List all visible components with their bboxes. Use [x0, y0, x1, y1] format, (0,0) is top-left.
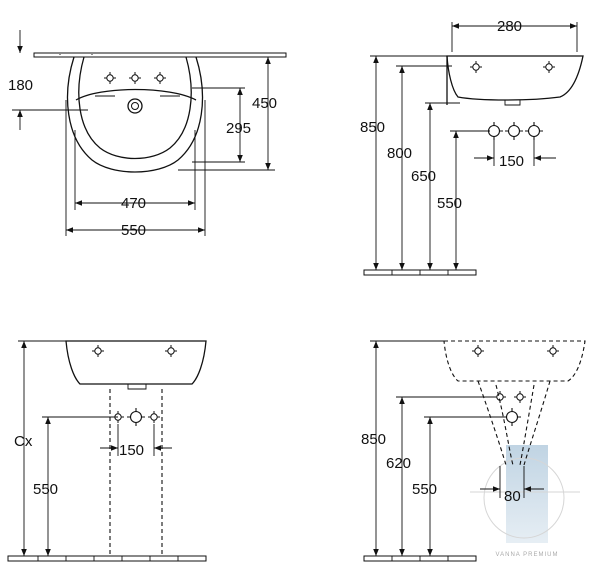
- top-view: 180 450 295 470 550: [8, 30, 287, 239]
- dim-550-wall: 550: [437, 195, 462, 212]
- side-view-pedestal: 850 620 550 80: [361, 340, 586, 562]
- front-view-pedestal: Cx 550 150: [7, 340, 207, 562]
- dim-850: 850: [360, 119, 385, 136]
- dim-550: 550: [121, 222, 146, 239]
- dim-550-ped: 550: [412, 481, 437, 498]
- dim-180: 180: [8, 77, 33, 94]
- dim-620: 620: [386, 455, 411, 472]
- dim-80: 80: [504, 488, 521, 505]
- dim-800: 800: [387, 145, 412, 162]
- dim-470: 470: [121, 195, 146, 212]
- watermark-logo: VANNA PREMIUM: [470, 445, 580, 558]
- dim-850-ped: 850: [361, 431, 386, 448]
- dim-295: 295: [226, 120, 251, 137]
- dim-450: 450: [252, 95, 277, 112]
- dim-550-front: 550: [33, 481, 58, 498]
- watermark-text: VANNA PREMIUM: [496, 552, 559, 558]
- dim-650: 650: [411, 168, 436, 185]
- dim-280: 280: [497, 18, 522, 35]
- dim-150-front: 150: [119, 442, 144, 459]
- dim-cx: Cx: [14, 433, 33, 450]
- dim-150-wall: 150: [499, 153, 524, 170]
- side-view-wall: 280 850 800 650 550 150: [360, 18, 584, 276]
